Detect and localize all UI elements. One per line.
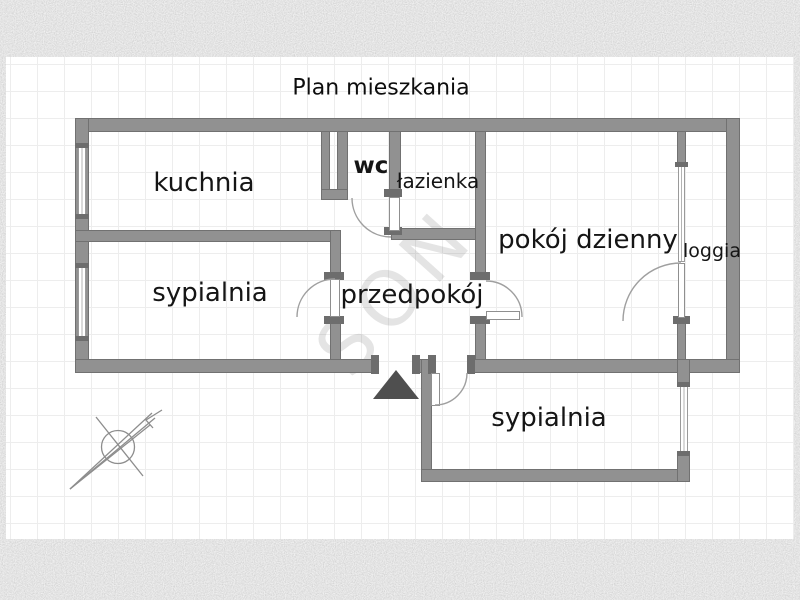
wall-duct-right	[337, 131, 348, 192]
noise-band-top	[0, 0, 800, 57]
door-jamb	[384, 189, 402, 197]
wall-exterior-top	[75, 118, 740, 132]
door-jamb	[384, 227, 402, 235]
door-jamb	[470, 316, 490, 324]
bedroom2-window	[680, 386, 688, 453]
window-cap	[677, 451, 690, 456]
wall-bathroom-bottom	[391, 228, 486, 240]
entrance-jamb	[371, 355, 379, 374]
door-jamb	[428, 355, 436, 374]
wall-bedroom2-bottom	[421, 469, 690, 482]
room-label-sypialnia-left: sypialnia	[152, 278, 268, 308]
room-label-lazienka: łazienka	[396, 169, 480, 193]
window-cap	[75, 336, 89, 341]
window-cap	[75, 263, 89, 268]
entrance-jamb	[412, 355, 420, 374]
room-label-sypialnia-bottom: sypialnia	[491, 403, 607, 433]
wall-bottom-right	[471, 359, 740, 373]
door-jamb	[324, 316, 344, 324]
wall-bottom-left	[75, 359, 376, 373]
wall-bedroom2-right-lower	[677, 452, 690, 482]
room-label-przedpokoj: przedpokój	[340, 280, 484, 310]
window-cap	[677, 382, 690, 387]
wall-kitchen-bottom	[75, 230, 341, 242]
room-label-pokoj-dzienny: pokój dzienny	[498, 225, 678, 255]
bedroom1-window	[78, 267, 86, 337]
wc-door-leaf	[389, 197, 400, 231]
wall-duct-left	[321, 131, 330, 192]
livingroom-door-leaf	[486, 311, 520, 320]
door-jamb	[673, 316, 690, 324]
door-jamb	[324, 272, 344, 280]
loggia-door-leaf	[678, 263, 685, 318]
wall-loggia-divider-top	[677, 131, 686, 166]
door-jamb	[467, 355, 475, 374]
window-cap	[675, 162, 688, 167]
bedroom2-door-leaf	[431, 373, 440, 406]
wall-livingroom-left-upper	[475, 131, 486, 279]
noise-band-right	[794, 0, 800, 600]
room-label-loggia: loggia	[683, 240, 741, 262]
noise-band-bottom	[0, 539, 800, 600]
room-label-kuchnia: kuchnia	[153, 168, 255, 198]
door-jamb	[470, 272, 490, 280]
window-cap	[75, 143, 89, 148]
bedroom1-door-leaf	[330, 279, 340, 317]
room-label-wc: wc	[353, 153, 389, 179]
page-title: Plan mieszkania	[292, 75, 470, 101]
window-cap	[75, 214, 89, 219]
wall-duct-cap	[321, 189, 348, 200]
kitchen-window	[78, 147, 86, 215]
wall-loggia-divider-bottom	[677, 321, 686, 360]
